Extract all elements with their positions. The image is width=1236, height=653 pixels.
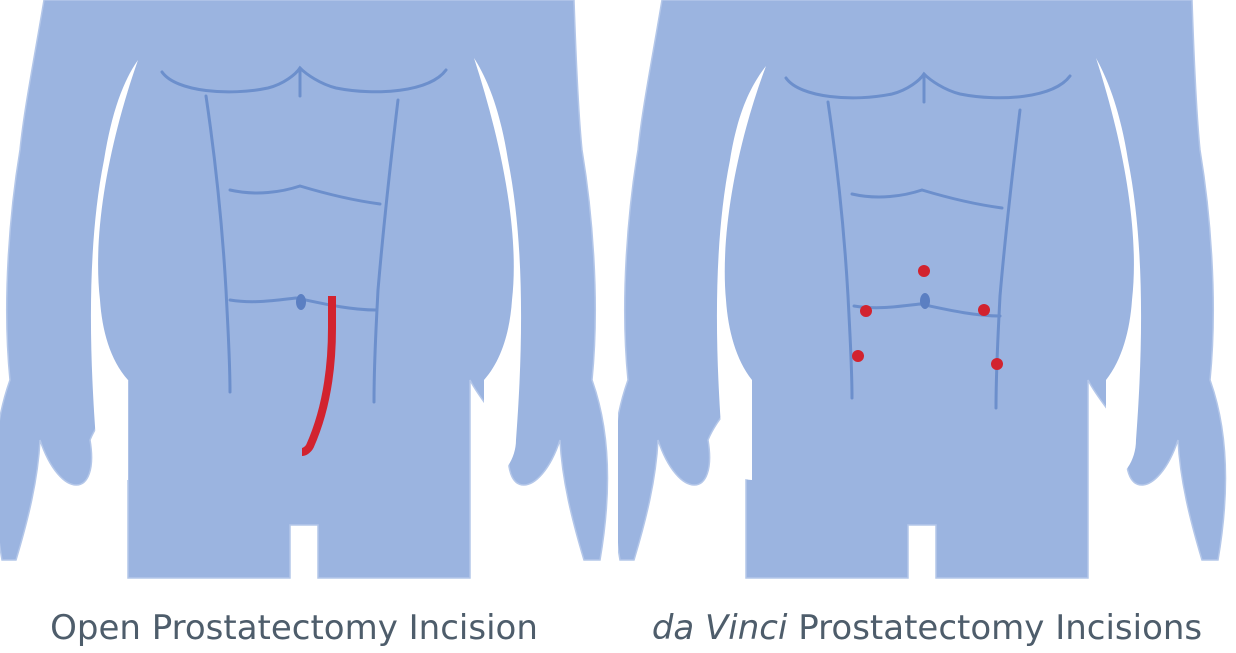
davinci-waist-line [852,302,1002,318]
open-left-arm-gap [90,60,138,480]
open-prostatectomy-figure [0,0,618,590]
davinci-caption: da Vinci Prostatectomy Incisions [618,603,1236,653]
open-right-ab-line [372,98,400,404]
davinci-caption-brand: da Vinci [651,608,788,648]
open-navel [296,294,306,310]
davinci-port-incision-left-lower [852,350,864,362]
davinci-navel [920,293,930,309]
davinci-torso-body [618,0,1227,579]
open-upper-ab-line [228,184,382,206]
davinci-port-incision-top [918,265,930,277]
davinci-upper-ab-line [850,188,1004,210]
davinci-right-arm-gap [1096,58,1142,480]
davinci-prostatectomy-figure [618,0,1236,590]
davinci-caption-text: Prostatectomy Incisions [787,608,1203,648]
davinci-left-ab-line [826,100,854,400]
open-torso-illustration [0,0,609,579]
davinci-left-arm-gap [716,66,766,480]
davinci-port-incision-right-upper [978,304,990,316]
open-torso-body [0,0,609,579]
davinci-torso-illustration [618,0,1227,579]
open-left-ab-line [204,94,232,394]
davinci-port-incision-right-lower [991,358,1003,370]
open-right-arm-gap [474,58,522,480]
open-incision [301,296,336,456]
davinci-port-incision-left-upper [860,305,872,317]
open-caption: Open Prostatectomy Incision [50,608,538,648]
open-waist-line [228,296,378,312]
